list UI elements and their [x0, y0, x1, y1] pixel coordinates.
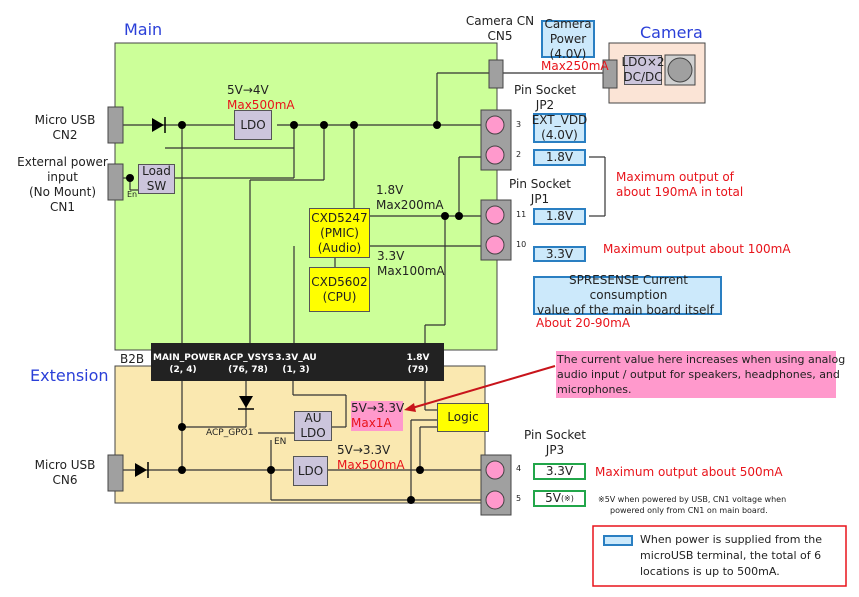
- main-ldo: LDO: [234, 110, 272, 140]
- legend-frame: [592, 525, 847, 587]
- cn6-connector: [107, 454, 124, 492]
- main-board: [114, 42, 498, 351]
- pins: [485, 115, 505, 510]
- au-ldo-enable-label: EN: [274, 437, 287, 447]
- jp2-pin-num: 3: [516, 120, 522, 129]
- jp2-pin-num: 2: [516, 150, 522, 159]
- main-ldo-conversion: 5V→4V: [227, 83, 269, 97]
- ext-vdd-label: EXT_VDD(4.0V): [531, 113, 588, 143]
- jp1-pin-num: 11: [516, 210, 527, 219]
- diode-cn2: [152, 117, 166, 133]
- diode-cn6: [135, 462, 149, 478]
- footnote: ※5V when powered by USB, CN1 voltage whe…: [598, 495, 787, 515]
- cpu-chip: CXD5602(CPU): [309, 267, 370, 312]
- b2b-connector: MAIN_POWER(2, 4) ACP_VSYS(76, 78) 3.3V_A…: [151, 343, 444, 381]
- arrow-head: [404, 403, 416, 412]
- consumption-value: About 20-90mA: [536, 316, 631, 330]
- cn5-connector: [488, 59, 504, 89]
- pmic-chip: CXD5247(PMIC)(Audio): [309, 208, 370, 258]
- cn1-connector: [107, 163, 124, 201]
- jp2-1v8-label: 1.8V: [533, 149, 586, 166]
- junction-dots: [126, 121, 463, 504]
- camera-title: Camera: [640, 23, 703, 42]
- jp3-pin-num: 5: [516, 494, 522, 503]
- extension-title: Extension: [30, 366, 109, 385]
- logic-block: Logic: [437, 403, 489, 432]
- b2b-main-power: MAIN_POWER(2, 4): [153, 353, 222, 375]
- b2b-label: B2B: [120, 352, 145, 366]
- camera-lens: [667, 57, 693, 83]
- jp3-5v-label: 5V(※): [533, 490, 586, 507]
- jp1-1v8-label: 1.8V: [533, 208, 586, 225]
- main-title: Main: [124, 20, 163, 39]
- legend-swatch: [603, 535, 633, 546]
- cn2-connector: [107, 106, 124, 144]
- camera-connector: [602, 59, 618, 89]
- b2b-1v8: 1.8V(79): [406, 353, 430, 375]
- note-max-500ma: Maximum output about 500mA: [595, 465, 783, 479]
- ext-ldo: LDO: [293, 456, 328, 486]
- b2b-acp-vsys: ACP_VSYS(76, 78): [223, 353, 275, 375]
- diode-acp-vsys: [238, 396, 254, 410]
- jp3-pin-num: 4: [516, 464, 522, 473]
- jp1-pin-num: 10: [516, 240, 527, 249]
- acp-gpo1-label: ACP_GPO1: [206, 428, 254, 438]
- jp1-3v3-label: 3.3V: [533, 246, 586, 262]
- b2b-3v3-au: 3.3V_AU(1, 3): [275, 353, 317, 375]
- load-sw-enable-label: En: [127, 190, 138, 199]
- camera-max: Max250mA: [541, 59, 609, 73]
- jp3-3v3-label: 3.3V: [533, 463, 586, 480]
- annotation-arrow: [411, 365, 556, 409]
- note-max-100ma: Maximum output about 100mA: [603, 242, 791, 256]
- main-ldo-max: Max500mA: [227, 98, 295, 112]
- audio-note: The current value here increases when us…: [556, 351, 846, 398]
